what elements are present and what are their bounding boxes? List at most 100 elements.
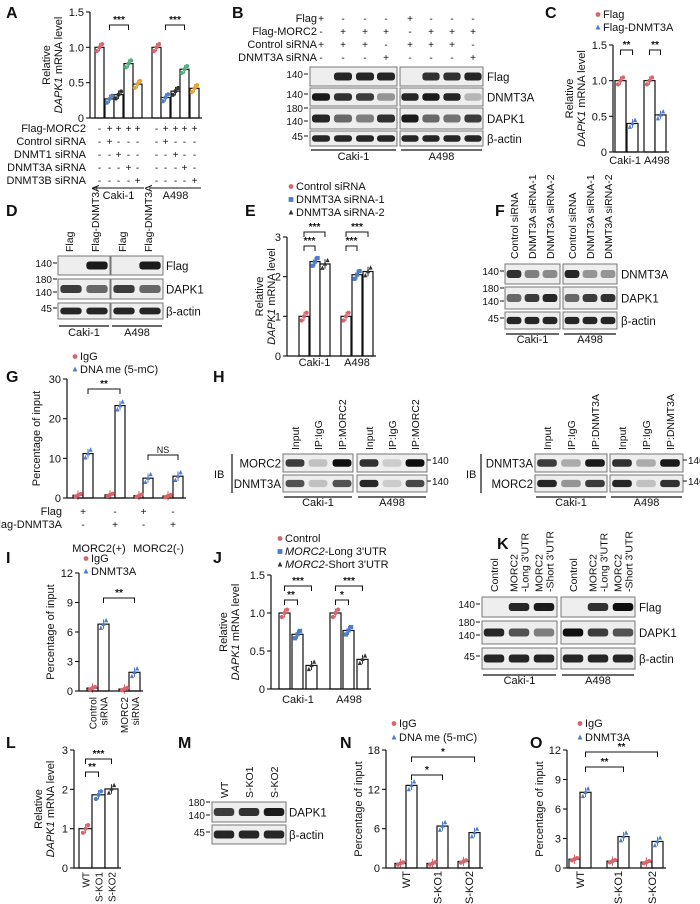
significance-bracket <box>85 758 112 764</box>
y-tick-label: 3 <box>275 232 281 244</box>
condition-sign: - <box>98 137 101 148</box>
data-point <box>139 492 144 497</box>
legend-label: DNMT3A siRNA-2 <box>296 207 385 219</box>
data-point <box>304 310 309 315</box>
condition-sign: + <box>383 53 389 64</box>
protein-band <box>524 270 540 278</box>
protein-band <box>308 479 328 488</box>
lane-label: DNMT3A siRNA-1 <box>527 174 539 259</box>
legend-label: IgG <box>91 553 109 565</box>
group-label: S-KO1 <box>95 872 106 902</box>
bar-n <box>405 784 418 869</box>
bar-j <box>342 629 355 690</box>
y-axis-label-text: mRNA level <box>576 50 588 111</box>
bar-a <box>151 46 162 119</box>
blot-strip <box>534 453 608 473</box>
y-tick-label: 3 <box>555 834 561 846</box>
protein-band <box>263 808 285 816</box>
data-point <box>618 78 623 83</box>
y-tick-label: 9 <box>67 598 73 610</box>
condition-sign: + <box>407 40 413 51</box>
data-point <box>472 829 477 835</box>
blot-row-label: β-actin <box>289 830 324 842</box>
data-point <box>627 124 632 129</box>
protein-band <box>612 628 634 637</box>
data-point <box>110 93 115 98</box>
protein-band <box>359 459 379 467</box>
lane-label: S-KO2 <box>269 766 281 798</box>
mw-marker: 140 <box>286 90 303 101</box>
protein-band <box>562 628 584 637</box>
bar-a <box>94 46 105 119</box>
data-point <box>154 45 159 50</box>
protein-band <box>285 479 305 488</box>
lane-label: IP:IgG <box>313 420 325 450</box>
y-axis-label: DAPK1 mRNA level <box>45 761 57 858</box>
protein-band <box>564 316 580 325</box>
group-label: Caki-1 <box>282 694 314 706</box>
data-point <box>312 259 318 264</box>
mw-marker: 45 <box>488 314 500 325</box>
data-point <box>104 617 109 623</box>
legend-label-text: -Short 3'UTR <box>325 559 389 571</box>
protein-band <box>285 459 305 467</box>
protein-band <box>600 270 616 278</box>
significance-label: ** <box>115 588 123 599</box>
protein-band <box>422 135 440 142</box>
y-axis-label: DAPK1 mRNA level <box>53 17 65 114</box>
legend-label: MORC2-Short 3'UTR <box>285 559 389 571</box>
condition-sign: - <box>98 163 101 174</box>
data-point <box>86 823 91 828</box>
protein-band <box>376 135 396 142</box>
y-axis-label: DAPK1 mRNA level <box>266 248 278 345</box>
blot-strip <box>399 107 484 130</box>
data-point <box>163 95 168 100</box>
condition-sign: - <box>127 176 130 187</box>
data-point <box>157 42 162 47</box>
protein-band <box>213 830 235 839</box>
bar-j <box>291 633 304 690</box>
data-point <box>179 70 184 76</box>
lane-label: Control siRNA <box>567 192 579 259</box>
lane-label: Input <box>364 427 376 450</box>
lane-label: IP:MORC2 <box>410 399 422 450</box>
lane-label: -Short 3'UTR <box>624 531 636 592</box>
y-tick-label: 9 <box>555 775 561 787</box>
lane-label: -Short 3'UTR <box>545 531 557 592</box>
bar-a <box>179 68 190 119</box>
mw-marker: 140 <box>286 70 303 81</box>
data-point <box>151 48 156 54</box>
y-tick-label: 0.5 <box>69 78 84 90</box>
y-tick-label: 0 <box>78 113 84 125</box>
significance-label: * <box>340 590 344 601</box>
significance-bracket <box>109 24 129 30</box>
protein-band <box>561 479 581 488</box>
protein-band <box>533 603 555 611</box>
protein-band <box>660 479 680 488</box>
data-point <box>120 399 125 404</box>
y-tick-label: 0 <box>259 684 265 696</box>
significance-label: *** <box>304 236 316 247</box>
legend-label: DNMT3A siRNA-1 <box>296 194 385 206</box>
condition-sign: - <box>429 53 432 64</box>
data-point <box>312 659 317 664</box>
condition-sign: + <box>126 124 132 135</box>
legend-label: DNMT3A <box>91 566 137 578</box>
blot-strip <box>282 474 354 493</box>
condition-sign: - <box>108 150 111 161</box>
condition-sign: - <box>183 150 186 161</box>
protein-band <box>612 459 632 467</box>
lane-label: IP:IgG <box>387 420 399 450</box>
protein-band <box>405 459 425 467</box>
legend-label-italic: MORC2 <box>285 559 325 571</box>
protein-band <box>561 459 581 467</box>
data-point <box>299 318 304 323</box>
data-point <box>661 108 666 114</box>
protein-band <box>612 654 634 663</box>
data-point <box>650 75 655 80</box>
protein-band <box>86 307 108 315</box>
panel-label-l: L <box>6 735 16 752</box>
